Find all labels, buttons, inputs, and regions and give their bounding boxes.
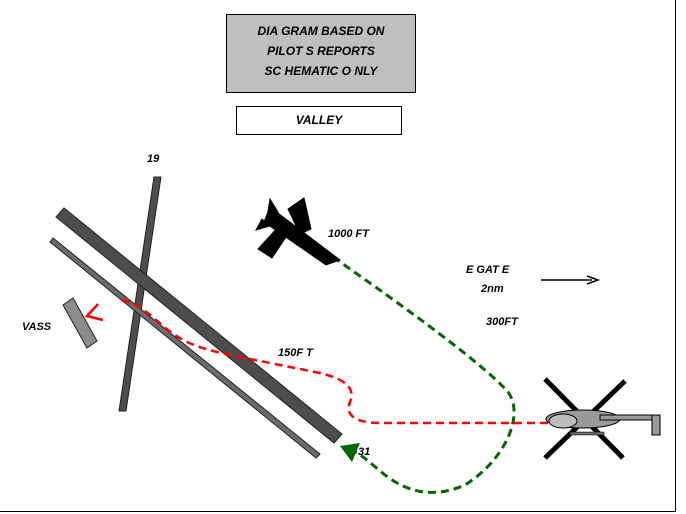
title-line-3: SC HEMATIC O NLY xyxy=(264,64,378,78)
jet-aircraft-icon xyxy=(254,197,342,266)
aircraft-track-arrowhead xyxy=(340,443,360,462)
egate-label: E GAT E xyxy=(466,264,510,276)
egate-altitude-label: 300FT xyxy=(486,316,518,328)
vass-marker xyxy=(62,297,98,349)
aircraft-track xyxy=(332,255,516,494)
parallel-runway xyxy=(49,237,321,459)
title-box: DIA GRAM BASED ON PILOT S REPORTS SC HEM… xyxy=(226,14,416,93)
main-runway xyxy=(55,207,343,444)
runway-19 xyxy=(118,176,162,412)
egate-distance-label: 2nm xyxy=(481,283,504,295)
arrow-right-icon xyxy=(541,275,601,285)
location-box: VALLEY xyxy=(236,106,402,135)
helicopter-track-arrowhead xyxy=(84,303,104,322)
aircraft-altitude-label: 1000 FT xyxy=(328,228,369,240)
helicopter-track xyxy=(116,298,548,425)
helicopter-icon xyxy=(543,377,661,460)
runway-19-label: 19 xyxy=(147,153,160,165)
helicopter-altitude-label: 150F T xyxy=(278,347,313,359)
title-line-2: PILOT S REPORTS xyxy=(267,44,375,58)
location-label: VALLEY xyxy=(295,113,343,127)
runway-31-label: 31 xyxy=(358,446,371,458)
title-line-1: DIA GRAM BASED ON xyxy=(257,24,385,38)
vass-label: VASS xyxy=(22,321,52,333)
